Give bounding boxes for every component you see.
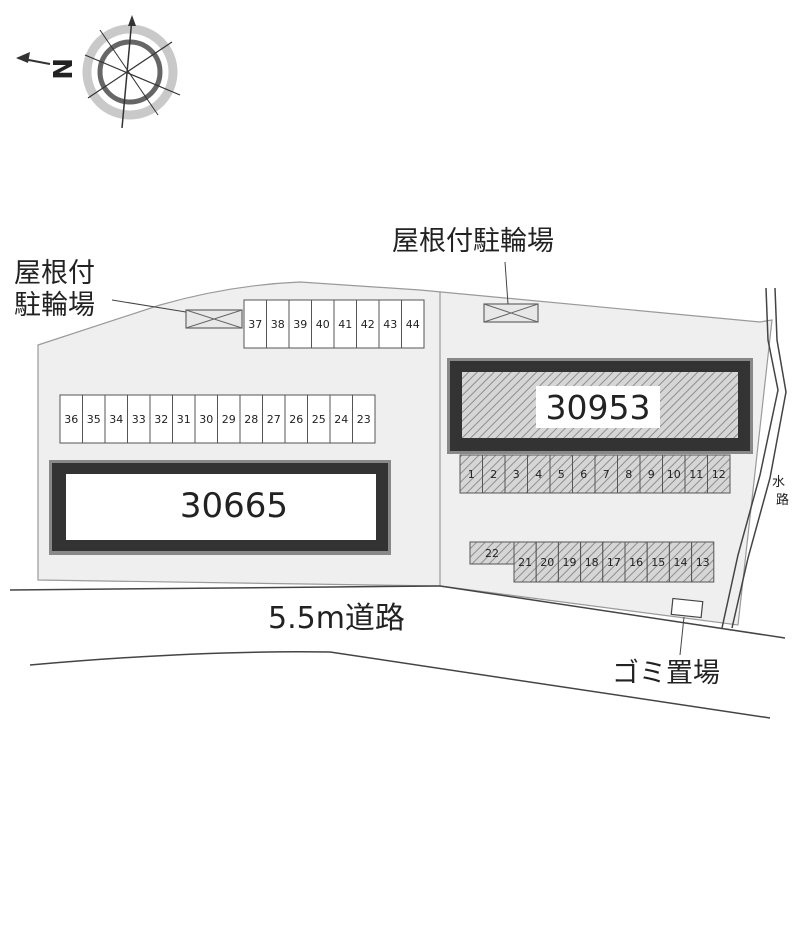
east-row-1-stall-label: 1 xyxy=(468,468,475,481)
building-interior xyxy=(66,474,376,540)
east-row-2-single-stall-label: 22 xyxy=(485,547,499,560)
building-id-box xyxy=(536,386,660,428)
building-id: 30665 xyxy=(180,486,288,526)
building-30665: 30665 xyxy=(49,460,391,555)
east-row-1-stall-label: 6 xyxy=(580,468,587,481)
east-row-2-stall-label: 13 xyxy=(696,556,710,569)
west-row-stall-label: 29 xyxy=(222,413,236,426)
west-row-stall-label: 34 xyxy=(109,413,123,426)
garbage-leader xyxy=(679,616,685,656)
road-edge-north-1 xyxy=(9,585,441,591)
east-row-1-stall-label: 9 xyxy=(648,468,655,481)
north-row-stall-label: 43 xyxy=(383,318,397,331)
bike-shelter-leader xyxy=(111,299,187,313)
road-edge-north-2 xyxy=(439,585,786,639)
west-row-stall-label: 33 xyxy=(132,413,146,426)
west-row-stall-label: 31 xyxy=(177,413,191,426)
building-30953: 30953 xyxy=(447,358,753,454)
compass-cross-3 xyxy=(99,29,159,116)
west-row-stall-label: 25 xyxy=(312,413,326,426)
east-row-2-stall-label: 21 xyxy=(518,556,532,569)
east-row-1-stall-label: 4 xyxy=(535,468,542,481)
waterway-edge-1 xyxy=(721,287,779,629)
north-row-stall-label: 42 xyxy=(361,318,375,331)
east-row-1-stall-label: 11 xyxy=(689,468,703,481)
east-row-2-stall-label: 17 xyxy=(607,556,621,569)
compass-ring-outer xyxy=(82,24,178,120)
east-row-2-stall-label: 15 xyxy=(651,556,665,569)
north-arrow-icon xyxy=(16,52,30,63)
bike-shelter-cross-2 xyxy=(483,303,539,323)
road-edge-south xyxy=(29,651,771,719)
east-row-1-stall-label: 3 xyxy=(513,468,520,481)
east-row-2-stall-13 xyxy=(691,541,715,583)
east-row-1-stall-label: 8 xyxy=(625,468,632,481)
north-row-stall-label: 38 xyxy=(271,318,285,331)
north-row-stall-label: 40 xyxy=(316,318,330,331)
north-label: N xyxy=(46,58,76,80)
compass-cross-1 xyxy=(84,54,181,96)
bike-shelter-leader xyxy=(504,261,509,305)
road-label: 5.5m道路 xyxy=(268,601,405,636)
bike-shelter-cross-2 xyxy=(185,309,243,329)
waterway-label-2: 路 xyxy=(776,492,789,508)
waterway-label-1: 水 xyxy=(772,475,785,490)
east-row-1-stall-12 xyxy=(707,454,731,494)
west-row-stall-label: 36 xyxy=(64,413,78,426)
east-row-1-stall-label: 2 xyxy=(490,468,497,481)
west-row-stall-label: 23 xyxy=(357,413,371,426)
bike-shelter-right: 屋根付駐輪場 xyxy=(392,226,554,323)
bike-shelter-label-line2: 駐輪場 xyxy=(14,290,95,321)
north-row-stall-label: 39 xyxy=(293,318,307,331)
north-row-stall-label: 41 xyxy=(338,318,352,331)
north-row-stall-label: 37 xyxy=(248,318,262,331)
east-row-1-stall-label: 7 xyxy=(603,468,610,481)
east-row-1-stall-label: 10 xyxy=(667,468,681,481)
east-row-2-stall-label: 20 xyxy=(540,556,554,569)
west-row-stall-label: 27 xyxy=(267,413,281,426)
garbage-area: ゴミ置場 xyxy=(612,597,720,689)
north-row-stall-label: 44 xyxy=(406,318,420,331)
compass-ring-inner xyxy=(97,39,163,105)
bike-shelter-left: 屋根付 駐輪場 xyxy=(14,258,243,329)
east-row-2-stall-label: 14 xyxy=(674,556,688,569)
building-id: 30953 xyxy=(546,388,651,427)
bike-shelter-label-line1: 屋根付 xyxy=(14,258,95,289)
garbage-label: ゴミ置場 xyxy=(612,658,720,689)
west-row-stall-label: 32 xyxy=(154,413,168,426)
east-row-1-stall-label: 12 xyxy=(712,468,726,481)
compass-cross-2 xyxy=(87,41,173,99)
west-row-stall-label: 30 xyxy=(199,413,213,426)
east-row-2-stall-label: 19 xyxy=(563,556,577,569)
west-row-stall-23 xyxy=(352,394,376,444)
east-row-1-stall-label: 5 xyxy=(558,468,565,481)
east-row-2-stall-label: 16 xyxy=(629,556,643,569)
waterway-edge-2 xyxy=(731,287,787,629)
west-row-stall-label: 28 xyxy=(244,413,258,426)
north-row-stall-44 xyxy=(401,299,425,349)
west-row-stall-label: 24 xyxy=(334,413,348,426)
garbage-box xyxy=(670,597,704,619)
compass-arrow-head xyxy=(128,15,136,26)
bike-shelter-label: 屋根付駐輪場 xyxy=(392,226,554,257)
east-row-2-stall-label: 18 xyxy=(585,556,599,569)
west-row-stall-label: 26 xyxy=(289,413,303,426)
west-row-stall-label: 35 xyxy=(87,413,101,426)
compass: N xyxy=(16,15,181,129)
